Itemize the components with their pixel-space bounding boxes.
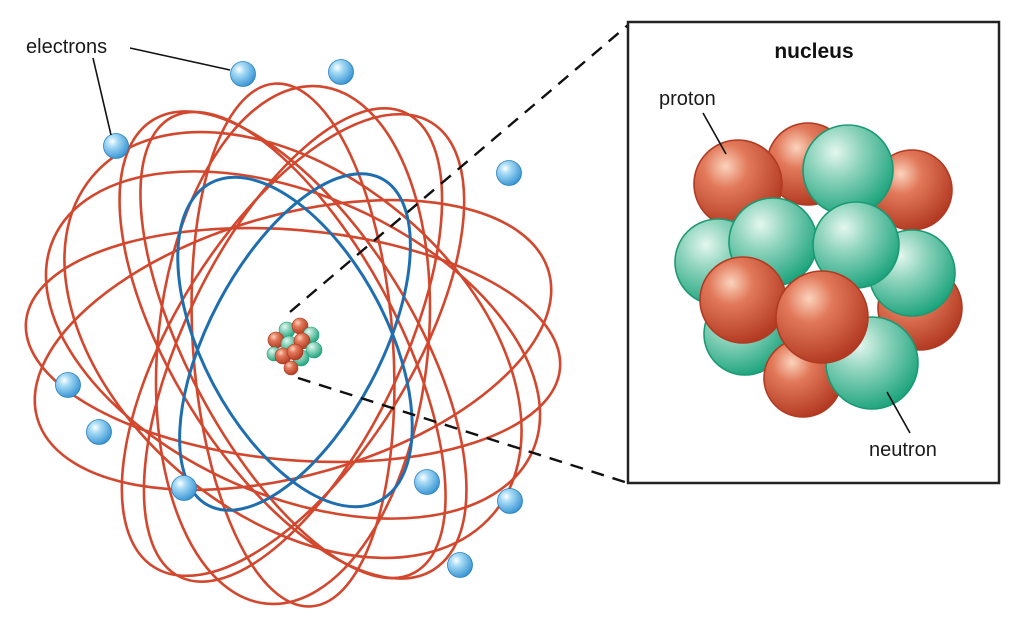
electron-sphere-icon: [230, 61, 256, 87]
proton-label: proton: [659, 88, 716, 110]
electron-sphere-icon: [55, 372, 81, 398]
electron-sphere-icon: [497, 488, 523, 514]
outer-orbit: [154, 84, 432, 606]
zoom-line-top: [289, 24, 629, 313]
electrons-leader-lines: [92, 47, 231, 136]
outer-orbit: [139, 110, 447, 580]
outer-orbit: [33, 198, 553, 492]
small-proton: [286, 343, 304, 361]
outer-orbit: [118, 110, 468, 580]
electron-sphere-icon: [414, 469, 440, 495]
big-nucleus: [674, 122, 963, 418]
zoom-lines: [289, 24, 629, 485]
neutron-leader-line: [886, 391, 911, 434]
zoom-line-bottom: [297, 376, 629, 485]
outer-orbits: [24, 82, 562, 608]
neutron-sphere-icon: [802, 124, 894, 216]
electrons: [55, 59, 523, 578]
electrons-label: electrons: [26, 36, 107, 58]
neutron-label: neutron: [869, 439, 937, 461]
small-neutron: [305, 341, 323, 359]
small-nucleus: [266, 317, 323, 376]
proton-leader-line: [702, 112, 727, 155]
electron-sphere-icon: [447, 552, 473, 578]
proton-sphere-icon: [775, 270, 869, 364]
inner-orbits: [176, 172, 414, 512]
electron-sphere-icon: [103, 133, 129, 159]
electrons-leader-line: [92, 57, 112, 136]
proton-sphere-icon: [699, 256, 787, 344]
electron-sphere-icon: [496, 160, 522, 186]
nucleus-title: nucleus: [774, 40, 853, 63]
electron-sphere-icon: [86, 419, 112, 445]
outer-orbit: [24, 226, 562, 464]
small-proton: [283, 360, 299, 376]
inner-orbit: [178, 172, 412, 512]
electron-sphere-icon: [171, 475, 197, 501]
electrons-leader-line: [129, 47, 231, 71]
electron-sphere-icon: [328, 59, 354, 85]
inner-orbit: [176, 175, 414, 509]
outer-orbit: [142, 107, 444, 583]
